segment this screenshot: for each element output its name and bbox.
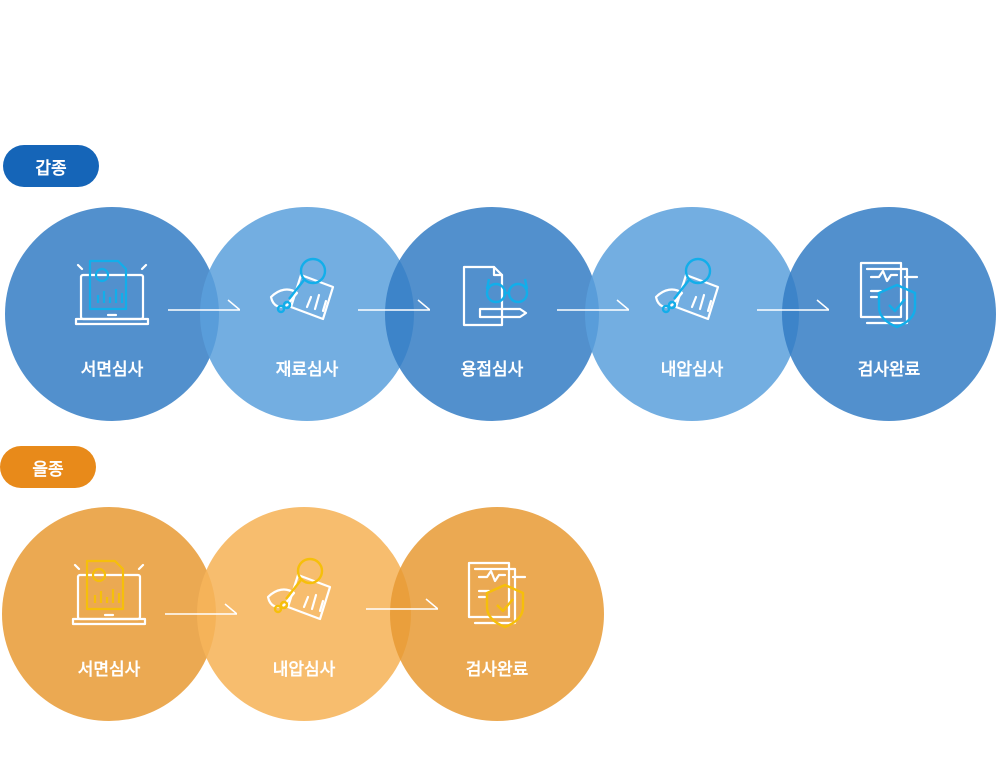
step-label: 검사완료 [857, 360, 921, 380]
step-circle: 검사완료 [782, 207, 996, 421]
magnifier-document-icon [266, 557, 332, 621]
step-circle: 용접심사 [385, 207, 599, 421]
step-label: 내압심사 [660, 360, 724, 380]
step-circle: 재료심사 [200, 207, 414, 421]
magnifier-document-icon [654, 257, 720, 321]
glasses-document-icon [462, 265, 529, 327]
shield-certificate-icon [467, 561, 527, 629]
step-label: 용접심사 [460, 360, 524, 380]
step-label: 내압심사 [272, 660, 336, 680]
step-label: 서면심사 [80, 360, 144, 380]
step-label: 재료심사 [275, 360, 339, 380]
magnifier-document-icon [269, 257, 335, 321]
step-circle: 서면심사 [5, 207, 219, 421]
shield-certificate-icon [859, 261, 919, 329]
section-label-gapjong: 갑종 [3, 145, 99, 187]
step-circle: 검사완료 [390, 507, 604, 721]
laptop-report-icon [71, 559, 147, 626]
section-label-euljong: 을종 [0, 446, 96, 488]
step-label: 서면심사 [77, 660, 141, 680]
laptop-report-icon [74, 259, 150, 326]
step-circle: 서면심사 [2, 507, 216, 721]
step-circle: 내압심사 [585, 207, 799, 421]
step-circle: 내압심사 [197, 507, 411, 721]
step-label: 검사완료 [465, 660, 529, 680]
